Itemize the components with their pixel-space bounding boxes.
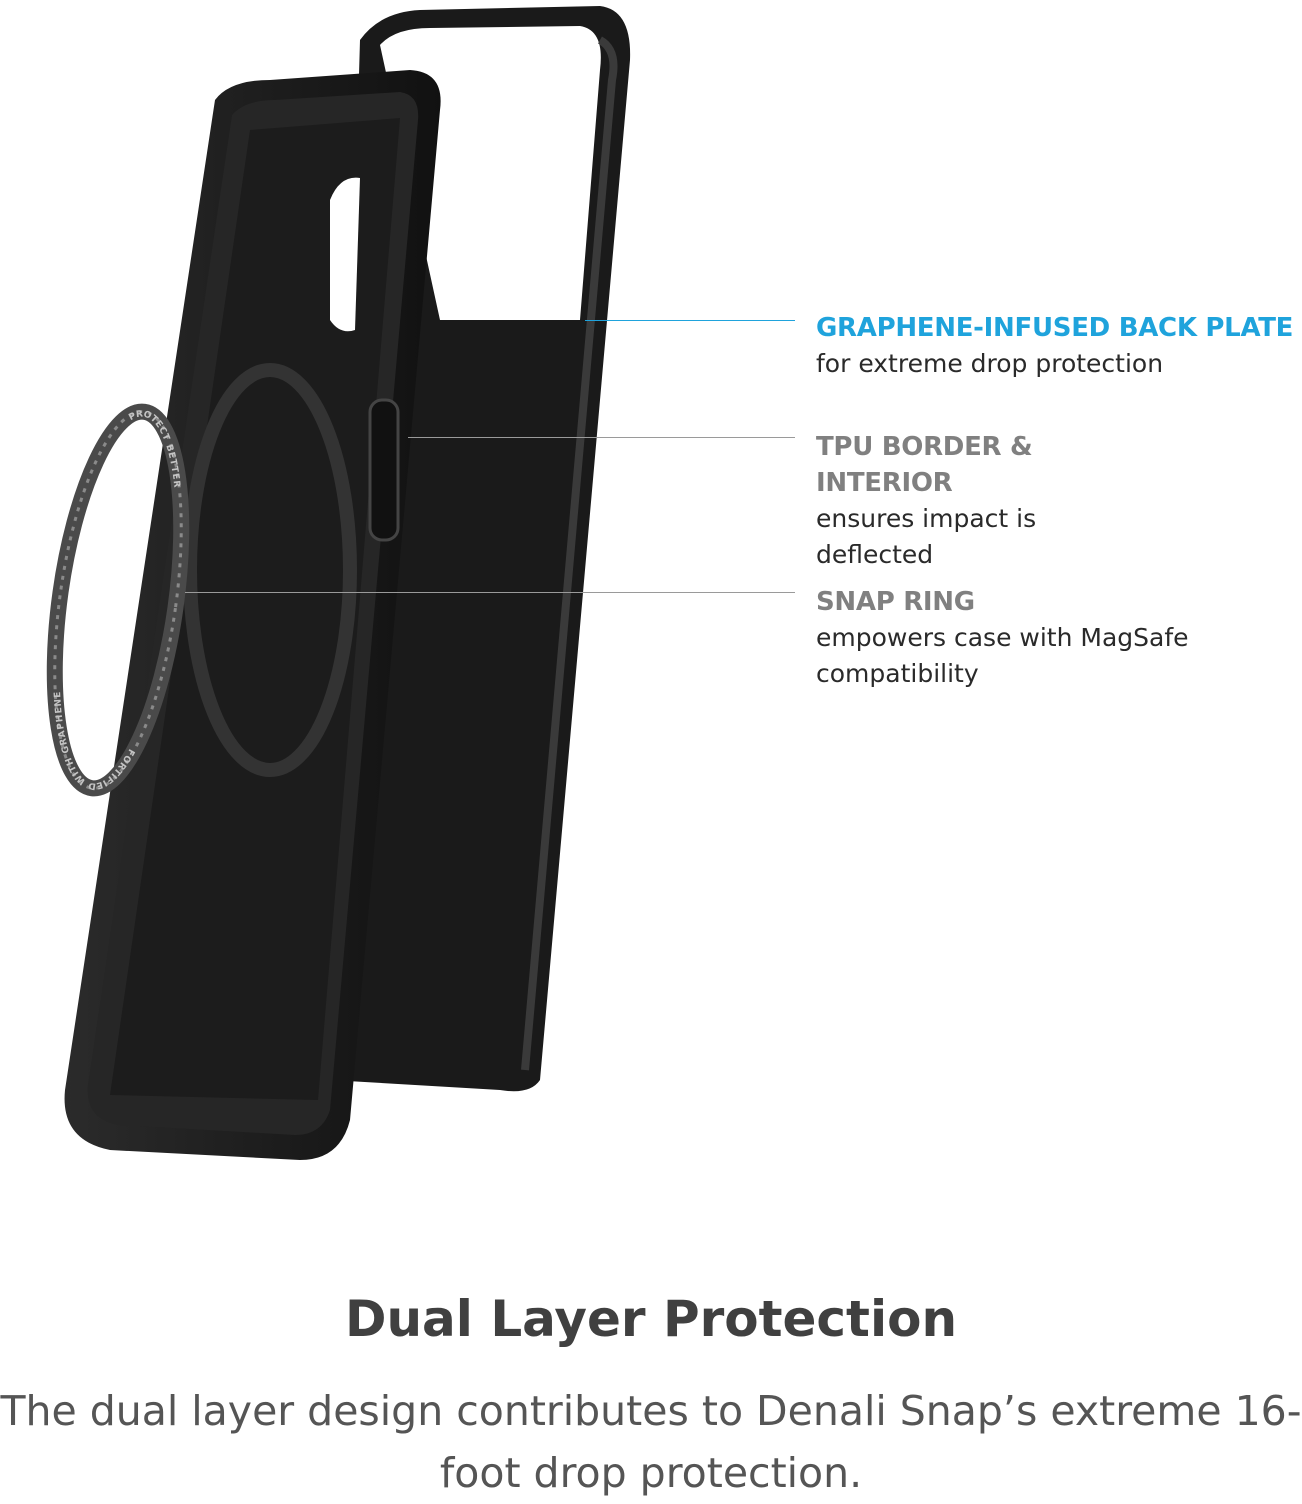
section-title: Dual Layer Protection (344, 1290, 958, 1348)
callout-line-snap-ring (185, 592, 795, 593)
phone-case-exploded-image: PROTECT BETTER FORTIFIED WITH GRAPHENE (40, 6, 631, 1160)
callout-heading: TPU BORDER & INTERIOR (816, 432, 1033, 498)
section-subtitle: The dual layer design contributes to Den… (0, 1387, 1302, 1497)
callout-description: ensures impact is deflected (816, 504, 1037, 569)
callout-tpu-border: TPU BORDER & INTERIOR ensures impact is … (816, 429, 1116, 573)
callout-line-back-plate (585, 320, 795, 321)
callout-line-tpu (408, 437, 795, 438)
tpu-case-shell (64, 70, 441, 1160)
callout-heading: SNAP RING (816, 587, 975, 617)
callout-description: empowers case with MagSafe compatibility (816, 623, 1189, 688)
callout-snap-ring: SNAP RING empowers case with MagSafe com… (816, 584, 1189, 692)
callout-back-plate: GRAPHENE-INFUSED BACK PLATE for extreme … (816, 310, 1293, 382)
callout-description: for extreme drop protection (816, 349, 1164, 378)
callout-heading: GRAPHENE-INFUSED BACK PLATE (816, 313, 1294, 343)
